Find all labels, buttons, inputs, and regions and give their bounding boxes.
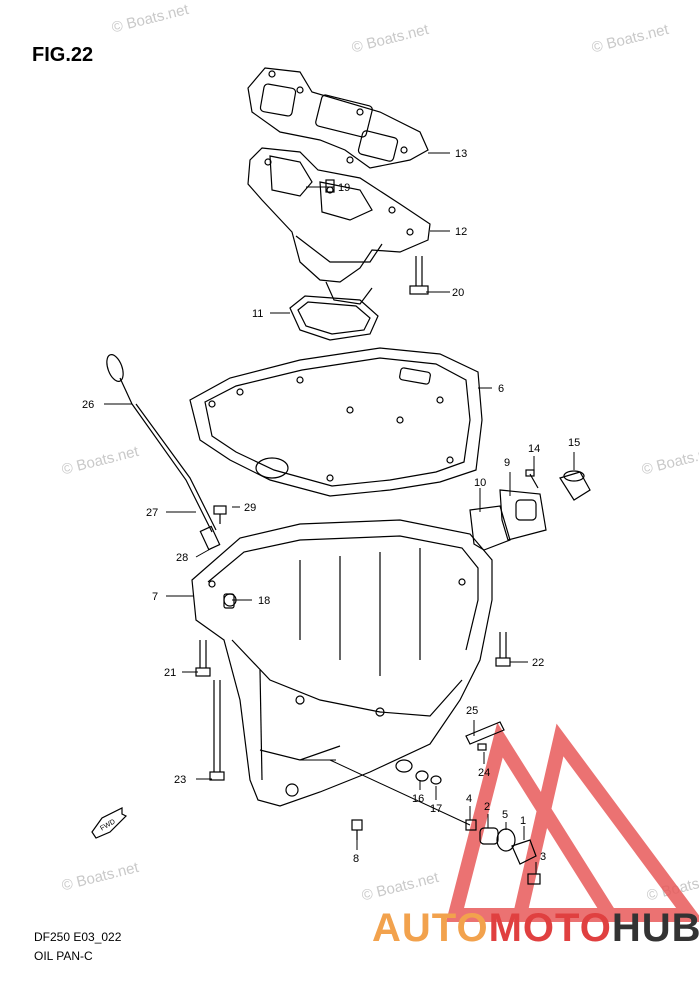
callout-23: 23	[174, 774, 186, 786]
figure-name: OIL PAN-C	[34, 949, 93, 963]
bolt-19-part	[325, 179, 335, 193]
bolt-20-part	[409, 256, 429, 295]
callout-labels: 13 12 19 20 11 6 26 27 28 29 7 18 21 22 …	[82, 148, 580, 865]
callout-15: 15	[568, 437, 580, 449]
callout-29: 29	[244, 502, 256, 514]
brand-moto: MOTO	[488, 906, 612, 950]
strainer-gasket-part	[289, 295, 379, 341]
callout-27: 27	[146, 507, 158, 519]
bolt-23-part	[209, 680, 225, 781]
bolt-22-part	[495, 632, 511, 667]
brand-logo: AUTOMOTOHUB	[372, 906, 699, 951]
callout-28: 28	[176, 552, 188, 564]
callout-25: 25	[466, 705, 478, 717]
callout-7: 7	[152, 591, 158, 603]
bolt-21-part	[195, 640, 211, 677]
callout-8: 8	[353, 853, 359, 865]
fwd-arrow-icon	[91, 807, 128, 839]
callout-22: 22	[532, 657, 544, 669]
dipstick-part	[106, 354, 221, 551]
callout-11: 11	[252, 308, 263, 320]
plug-16-17-part	[395, 759, 442, 785]
callout-13: 13	[455, 148, 467, 160]
callout-1: 1	[520, 815, 526, 827]
brand-auto: AUTO	[372, 906, 489, 950]
callout-19: 19	[338, 182, 350, 194]
bolt-29-part	[213, 505, 227, 524]
callout-3: 3	[540, 851, 546, 863]
callout-9: 9	[504, 457, 510, 469]
brand-hub: HUB	[611, 906, 699, 950]
callout-2: 2	[484, 801, 490, 813]
oil-pan-part	[191, 519, 493, 807]
callout-12: 12	[455, 226, 467, 238]
callout-6: 6	[498, 383, 504, 395]
main-gasket-part	[189, 347, 483, 497]
oil-cover-part	[247, 147, 431, 305]
callout-26: 26	[82, 399, 94, 411]
upper-gasket-part	[247, 67, 429, 169]
callout-17: 17	[430, 803, 442, 815]
bracket-25-part	[465, 721, 505, 751]
callout-16: 16	[412, 793, 424, 805]
brand-triangle	[445, 722, 699, 922]
side-cover-part	[469, 469, 591, 551]
figure-title: FIG.22	[32, 44, 94, 66]
callout-4: 4	[466, 793, 472, 805]
callout-20: 20	[452, 287, 464, 299]
callout-10: 10	[474, 477, 486, 489]
callout-18: 18	[258, 595, 270, 607]
callout-14: 14	[528, 443, 540, 455]
leader-lines	[104, 152, 575, 874]
callout-24: 24	[478, 767, 490, 779]
callout-5: 5	[502, 809, 508, 821]
drain-bolt-8-part	[351, 819, 363, 840]
plug-assembly-part	[465, 819, 541, 885]
figure-code: DF250 E03_022	[34, 930, 122, 944]
pin-18-part	[223, 593, 235, 609]
callout-21: 21	[164, 667, 176, 679]
